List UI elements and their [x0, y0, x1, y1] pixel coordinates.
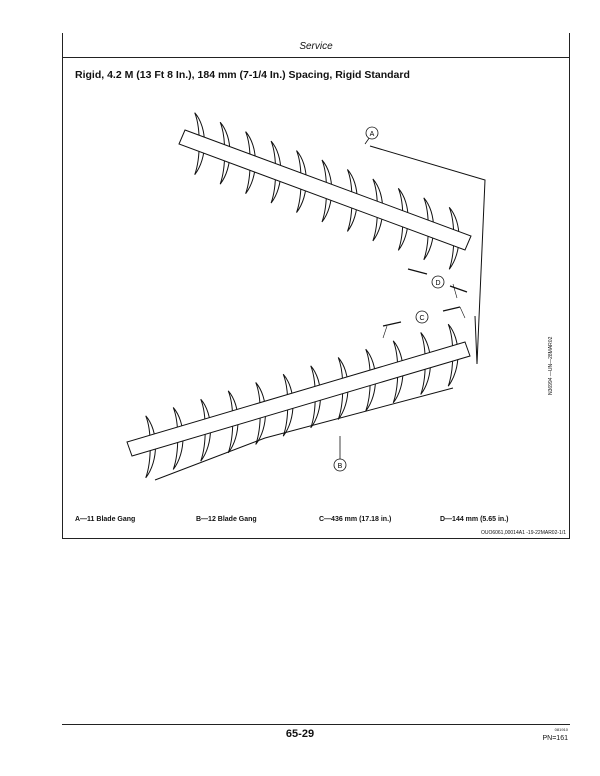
lower-gang-bracket — [154, 387, 454, 481]
lower-frame-bracket — [474, 315, 478, 365]
callout-c-circle — [415, 310, 429, 324]
figure-id: N36994 —UN—28MAR02 — [548, 336, 554, 395]
figure-title: Rigid, 4.2 M (13 Ft 8 In.), 184 mm (7-1/… — [75, 69, 410, 81]
figure-left-border — [62, 57, 63, 538]
figure-right-border — [569, 57, 570, 538]
footer-rule — [62, 724, 570, 725]
legend-a: A—11 Blade Gang — [75, 516, 136, 523]
figure-bottom-rule — [62, 538, 570, 539]
left-margin-rule — [62, 33, 63, 57]
legend-b: B—12 Blade Gang — [196, 516, 257, 523]
reference-code: OUO6061,00014A1 -19-22MAR02-1/1 — [480, 530, 566, 536]
callout-d-circle — [431, 275, 445, 289]
footer-small-code: 081910 — [554, 727, 568, 732]
callout-a-label: A — [370, 131, 375, 138]
disk-gang-illustration: A B C D — [126, 112, 486, 481]
legend-d: D—144 mm (5.65 in.) — [440, 516, 509, 523]
header-section-title: Service — [299, 41, 333, 52]
right-margin-rule — [569, 33, 570, 57]
page-number: 65-29 — [285, 728, 315, 740]
callout-a-circle — [365, 126, 379, 140]
upper-gang-shaft — [178, 129, 472, 251]
legend-c: C—436 mm (17.18 in.) — [319, 516, 392, 523]
callout-d-label: D — [435, 280, 440, 287]
callout-b-label: B — [338, 463, 343, 470]
lower-gang-shaft — [126, 341, 471, 457]
callout-b-circle — [333, 458, 347, 472]
footer-pn: PN=161 — [542, 735, 569, 742]
callout-c-label: C — [419, 315, 424, 322]
header-rule — [62, 57, 570, 58]
upper-frame-bracket — [369, 145, 486, 365]
